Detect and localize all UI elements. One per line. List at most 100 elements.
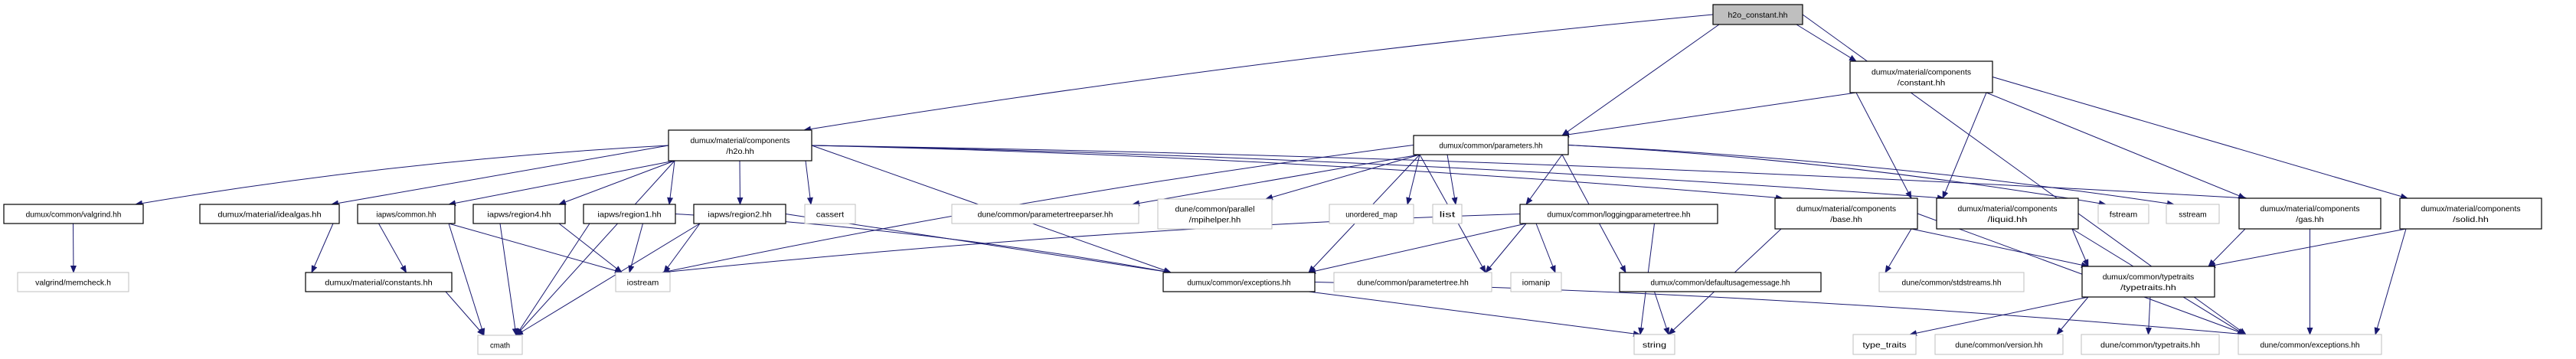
edge-constant-to-base [1855,92,1912,199]
node-box [2238,334,2382,355]
node-idealgas[interactable]: dumux/material/idealgas.hh [199,204,340,224]
edge-parameters-to-mpihelper [1265,154,1420,201]
node-mpihelper: dune/common/parallel/mpihelper.hh [1157,198,1273,230]
node-box [2097,204,2149,224]
node-box [583,204,676,224]
node-box [2081,334,2220,355]
node-label: dumux/common/parameters.hh [1439,141,1542,150]
node-label: unordered_map [1345,210,1398,219]
node-label: iomanip [1522,278,1551,287]
edge-constant-to-parameters [1561,92,1857,138]
node-label: iapws/region2.hh [708,210,771,219]
edge-region1-to-cmath [515,223,590,336]
node-gas[interactable]: dumux/material/components/gas.hh [2238,197,2381,230]
node-label: dumux/material/components [1958,204,2058,214]
edge-h2o-to-cassert [805,160,813,205]
node-defusage[interactable]: dumux/common/defaultusagemessage.hh [1619,272,1822,292]
edge-parameters-to-logging [1525,154,1563,205]
node-paramtree: dune/common/parametertree.hh [1333,272,1492,292]
edge-parameters-to-unordered_map [1406,154,1420,205]
node-box [2399,197,2542,230]
node-base[interactable]: dumux/material/components/base.hh [1774,197,1918,230]
edge-h2o-to-iapwscommon [448,160,675,207]
edge-constant-to-liquid [1942,92,1987,199]
node-label: dune/common/exceptions.hh [2261,341,2360,350]
edge-constant-to-solid [1992,77,2408,200]
node-box [693,204,786,224]
node-unordered_map: unordered_map [1329,204,1414,224]
node-label: list [1440,210,1456,219]
node-box [17,272,129,292]
node-iomanip: iomanip [1510,272,1562,292]
node-label: dumux/material/components [2421,204,2521,214]
node-h2o[interactable]: dumux/material/components/h2o.hh [668,129,812,162]
node-label: dune/common/typetraits.hh [2100,341,2200,350]
node-label: /mpihelper.hh [1189,215,1241,224]
node-list: list [1432,204,1463,224]
node-box [1619,272,1822,292]
node-label: dune/common/stdstreams.hh [1902,278,2002,287]
node-label: dumux/common/loggingparametertree.hh [1547,210,1690,219]
node-typetraits[interactable]: dumux/common/typetraits/typetraits.hh [2081,266,2215,298]
node-box [1774,197,1918,230]
edge-h2o-to-gas [811,145,2247,201]
edge-solid-to-typetraits [2208,228,2407,269]
edge-parameters-to-iostream [662,145,1414,275]
node-constants[interactable]: dumux/material/constants.hh [305,272,453,292]
node-label: dumux/common/defaultusagemessage.hh [1651,278,1790,287]
node-cmath: cmath [477,335,523,355]
node-region1[interactable]: iapws/region1.hh [583,204,676,224]
node-label: dune/common/parallel [1175,204,1255,214]
node-label: dune/common/version.hh [1955,341,2043,350]
node-ptparser: dune/common/parametertreeparser.hh [951,204,1139,224]
node-label: sstream [2179,210,2207,219]
edge-liquid-to-typetraits [2071,228,2089,267]
node-box [615,272,671,292]
edge-h2o-to-idealgas [331,145,669,207]
edge-solid-to-duneexc [2374,228,2407,335]
edge-h2o-to-valgrind [135,145,669,207]
edge-h2o-to-cmath [515,160,675,336]
node-iapwscommon[interactable]: iapws/common.hh [357,204,456,224]
node-valgrind[interactable]: dumux/common/valgrind.hh [3,204,144,224]
node-box [1510,272,1562,292]
node-memcheck: valgrind/memcheck.h [17,272,129,292]
node-region4[interactable]: iapws/region4.hh [472,204,566,224]
node-box [951,204,1139,224]
edge-defusage-to-string [1654,291,1669,335]
node-dumuxexc[interactable]: dumux/common/exceptions.hh [1162,272,1316,292]
nodes-layer: h2o_constant.hh dumux/material/components… [3,4,2542,355]
edge-typetraits-to-dunetypetraits [2145,296,2152,335]
node-box [804,204,856,224]
node-box [1633,334,1675,355]
node-label: dumux/material/idealgas.hh [217,210,321,219]
node-logging[interactable]: dumux/common/loggingparametertree.hh [1519,204,1718,224]
node-label: dumux/common/typetraits [2103,273,2195,282]
edge-region2-to-cmath [515,223,701,336]
node-label: string [1643,341,1666,350]
node-box [1878,272,2025,292]
node-string: string [1633,334,1675,355]
edge-dumuxexc-to-string [1308,291,1641,337]
node-liquid[interactable]: dumux/material/components/liquid.hh [1936,197,2079,230]
edge-region4-to-iostream [558,223,623,273]
node-parameters[interactable]: dumux/common/parameters.hh [1413,135,1569,155]
node-constant[interactable]: dumux/material/components/constant.hh [1849,60,1993,93]
node-label: dumux/material/constants.hh [325,278,433,287]
node-root[interactable]: h2o_constant.hh [1712,4,1803,25]
node-label: /h2o.hh [726,147,754,156]
node-region2[interactable]: iapws/region2.hh [693,204,786,224]
edge-h2o-to-liquid [811,145,1945,201]
node-label: /base.hh [1830,215,1862,224]
node-label: dumux/material/components [1796,204,1896,214]
node-box [1432,204,1463,224]
node-duneexc: dune/common/exceptions.hh [2238,334,2382,355]
node-label: h2o_constant.hh [1728,11,1788,20]
node-solid[interactable]: dumux/material/components/solid.hh [2399,197,2542,230]
node-label: /typetraits.hh [2120,283,2176,292]
node-label: type_traits [1862,341,1906,350]
edge-base-to-typetraits [1911,228,2089,269]
node-box [1934,334,2064,355]
node-box [1329,204,1414,224]
edge-region4-to-cmath [499,223,518,336]
